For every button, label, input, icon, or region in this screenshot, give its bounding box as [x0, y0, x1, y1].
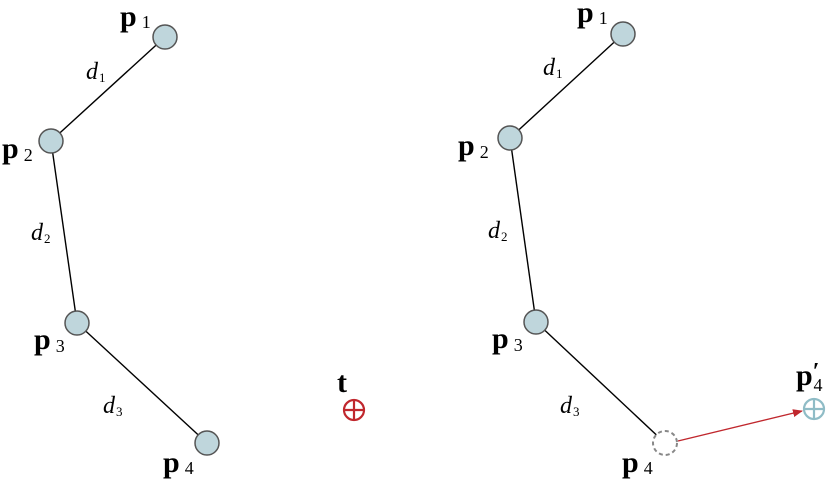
- left-joint-p4: [194, 430, 220, 456]
- left-label-d3: d3: [103, 393, 123, 419]
- right-label-d3: d3: [560, 393, 580, 419]
- right-joint-p2: [497, 125, 523, 151]
- left-joint-p3: [64, 310, 90, 336]
- right-segment-2: [509, 137, 537, 323]
- left-label-d1: d1: [86, 59, 106, 85]
- right-segment-1: [509, 33, 624, 139]
- left-label-d2: d2: [31, 220, 51, 246]
- right-joint-p3: [523, 309, 549, 335]
- new-point-label: p′4: [796, 359, 822, 395]
- new-position-circle-plus-icon: [802, 397, 826, 421]
- left-joint-p2: [38, 128, 64, 154]
- right-joint-p1: [610, 21, 636, 47]
- right-label-d1: d1: [543, 55, 563, 81]
- target-label: t: [337, 366, 347, 399]
- right-segment-3: [535, 321, 666, 444]
- left-segment-3: [76, 322, 208, 444]
- left-segment-1: [50, 36, 166, 142]
- left-segment-2: [50, 140, 78, 324]
- right-label-d2: d2: [488, 218, 508, 244]
- left-joint-p1: [152, 24, 178, 50]
- move-arrow: [677, 409, 803, 442]
- target-circle-plus-icon: [342, 398, 366, 422]
- right-joint-p4-ghost: [652, 430, 678, 456]
